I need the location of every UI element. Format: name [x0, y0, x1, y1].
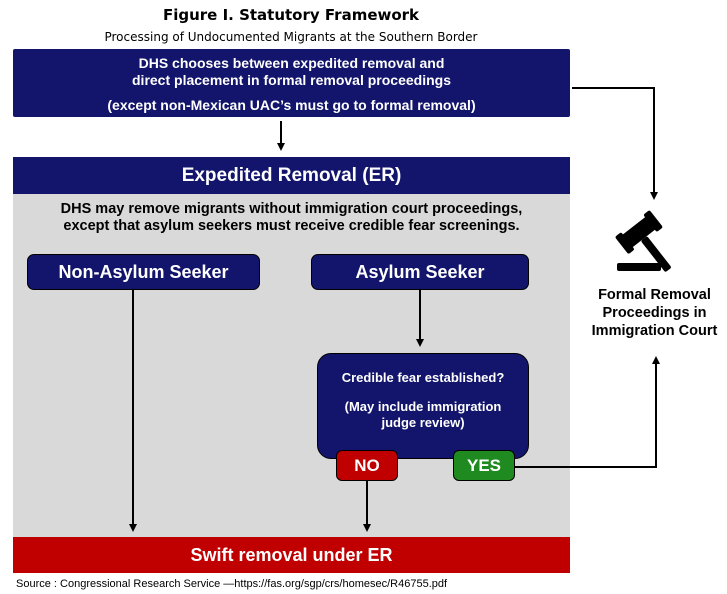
- expedited-removal-description: DHS may remove migrants without immigrat…: [13, 201, 570, 235]
- figure-title: Figure I. Statutory Framework: [162, 6, 420, 24]
- credible-fear-note-2: judge review): [381, 415, 465, 430]
- asylum-seeker-box: Asylum Seeker: [311, 254, 529, 290]
- formal-line-1: Formal Removal: [598, 287, 711, 303]
- source-note: Source : Congressional Research Service …: [16, 578, 448, 590]
- er-desc-line-1: DHS may remove migrants without immigrat…: [60, 201, 523, 217]
- yes-outcome-box: YES: [453, 450, 515, 481]
- figure-subtitle: Processing of Undocumented Migrants at t…: [104, 30, 478, 44]
- dhs-line-3: (except non-Mexican UAC’s must go to for…: [107, 96, 476, 113]
- gavel-icon: [615, 210, 671, 272]
- expedited-removal-header: Expedited Removal (ER): [13, 157, 570, 194]
- credible-fear-note-1: (May include immigration: [344, 399, 502, 414]
- dhs-line-1: DHS chooses between expedited removal an…: [138, 54, 445, 71]
- no-outcome-box: NO: [336, 450, 398, 481]
- swift-removal-box: Swift removal under ER: [13, 537, 570, 573]
- arrow-dhs-to-formal: [572, 87, 658, 200]
- formal-line-2: Proceedings in: [602, 305, 707, 321]
- er-desc-line-2: except that asylum seekers must receive …: [63, 218, 520, 234]
- credible-fear-question: Credible fear established?: [341, 370, 505, 385]
- non-asylum-seeker-box: Non-Asylum Seeker: [27, 254, 260, 290]
- formal-line-3: Immigration Court: [591, 323, 718, 339]
- dhs-line-2: direct placement in formal removal proce…: [132, 71, 451, 88]
- formal-removal-label: Formal Removal Proceedings in Immigratio…: [582, 286, 727, 340]
- dhs-decision-box: DHS chooses between expedited removal an…: [13, 49, 570, 117]
- credible-fear-box: Credible fear established? (May include …: [317, 353, 529, 459]
